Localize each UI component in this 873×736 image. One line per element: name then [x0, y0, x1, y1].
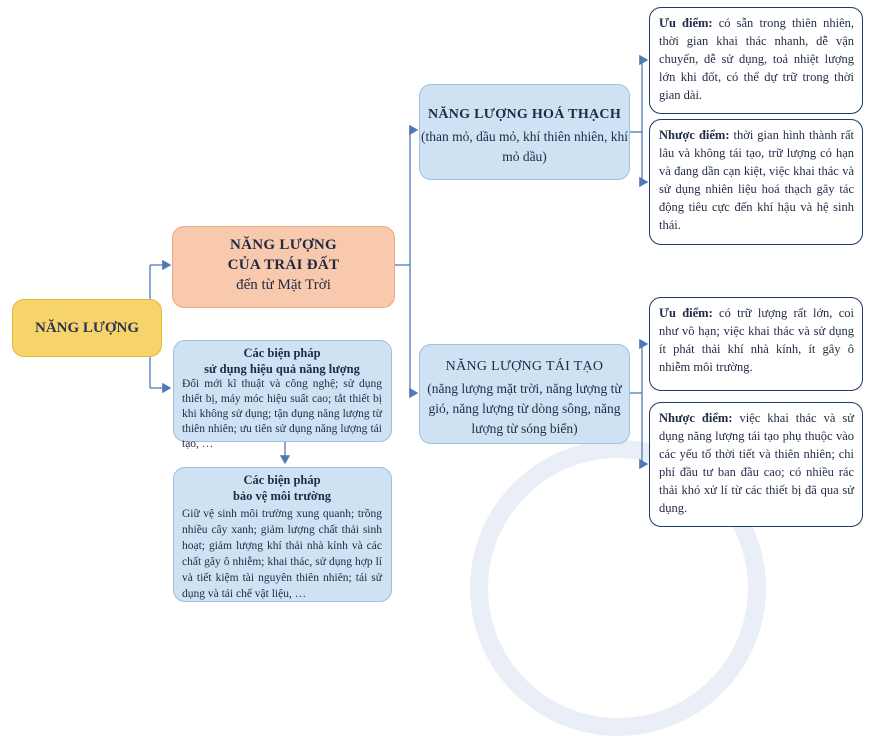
root-label: NĂNG LƯỢNG	[34, 319, 140, 336]
renewable-cons-label: Nhược điểm:	[659, 411, 740, 425]
renewable-pros-label: Ưu điểm:	[659, 306, 720, 320]
card-renewable-cons: Nhược điểm: việc khai thác và sử dụng nă…	[649, 402, 863, 527]
efficiency-text: Đổi mới kĩ thuật và công nghệ; sử dụng t…	[182, 378, 382, 450]
renewable-pros-text: có trữ lượng rất lớn, coi như vô hạn; vi…	[659, 306, 854, 374]
connector-lines	[149, 54, 649, 470]
node-efficiency-measures: Các biện pháp sử dụng hiệu quả năng lượn…	[173, 340, 392, 450]
card-renewable-pros: Ưu điểm: có trữ lượng rất lớn, coi như v…	[649, 297, 863, 391]
node-environment-measures: Các biện pháp bảo vệ môi trường Giữ vệ s…	[173, 467, 392, 602]
efficiency-title-line2: sử dụng hiệu quả năng lượng	[204, 362, 360, 376]
renewable-cons-text: việc khai thác và sử dụng năng lượng tái…	[659, 411, 854, 515]
root-node-energy: NĂNG LƯỢNG	[12, 299, 162, 357]
environment-title-line1: Các biện pháp	[243, 473, 321, 487]
fossil-cons-label: Nhược điểm:	[659, 128, 734, 142]
efficiency-title-line1: Các biện pháp	[243, 346, 321, 360]
earth-subtitle: đến từ Mặt Trời	[236, 277, 331, 293]
earth-title-line2: CỦA TRÁI ĐẤT	[227, 257, 340, 273]
fossil-cons-text: thời gian hình thành rất lâu và không tá…	[659, 128, 854, 232]
node-renewable-energy: NĂNG LƯỢNG TÁI TẠO (năng lượng mặt trời,…	[419, 344, 630, 444]
card-fossil-pros: Ưu điểm: có sẵn trong thiên nhiên, thời …	[649, 7, 863, 114]
earth-title-line1: NĂNG LƯỢNG	[229, 237, 338, 253]
environment-title-line2: bảo vệ môi trường	[232, 489, 332, 503]
fossil-subtitle: (than mỏ, dầu mỏ, khí thiên nhiên, khí m…	[421, 129, 628, 164]
card-fossil-cons: Nhược điểm: thời gian hình thành rất lâu…	[649, 119, 863, 245]
fossil-pros-text: có sẵn trong thiên nhiên, thời gian khai…	[659, 16, 854, 102]
fossil-pros-label: Ưu điểm:	[659, 16, 719, 30]
fossil-title: NĂNG LƯỢNG HOÁ THẠCH	[427, 107, 622, 122]
node-earth-energy: NĂNG LƯỢNG CỦA TRÁI ĐẤT đến từ Mặt Trời	[172, 226, 395, 308]
renewable-title: NĂNG LƯỢNG TÁI TẠO	[445, 359, 604, 374]
renewable-subtitle: (năng lượng mặt trời, năng lượng từ gió,…	[427, 381, 622, 436]
node-fossil-energy: NĂNG LƯỢNG HOÁ THẠCH (than mỏ, dầu mỏ, k…	[419, 84, 630, 180]
environment-text: Giữ vệ sinh môi trường xung quanh; trồng…	[182, 508, 382, 600]
